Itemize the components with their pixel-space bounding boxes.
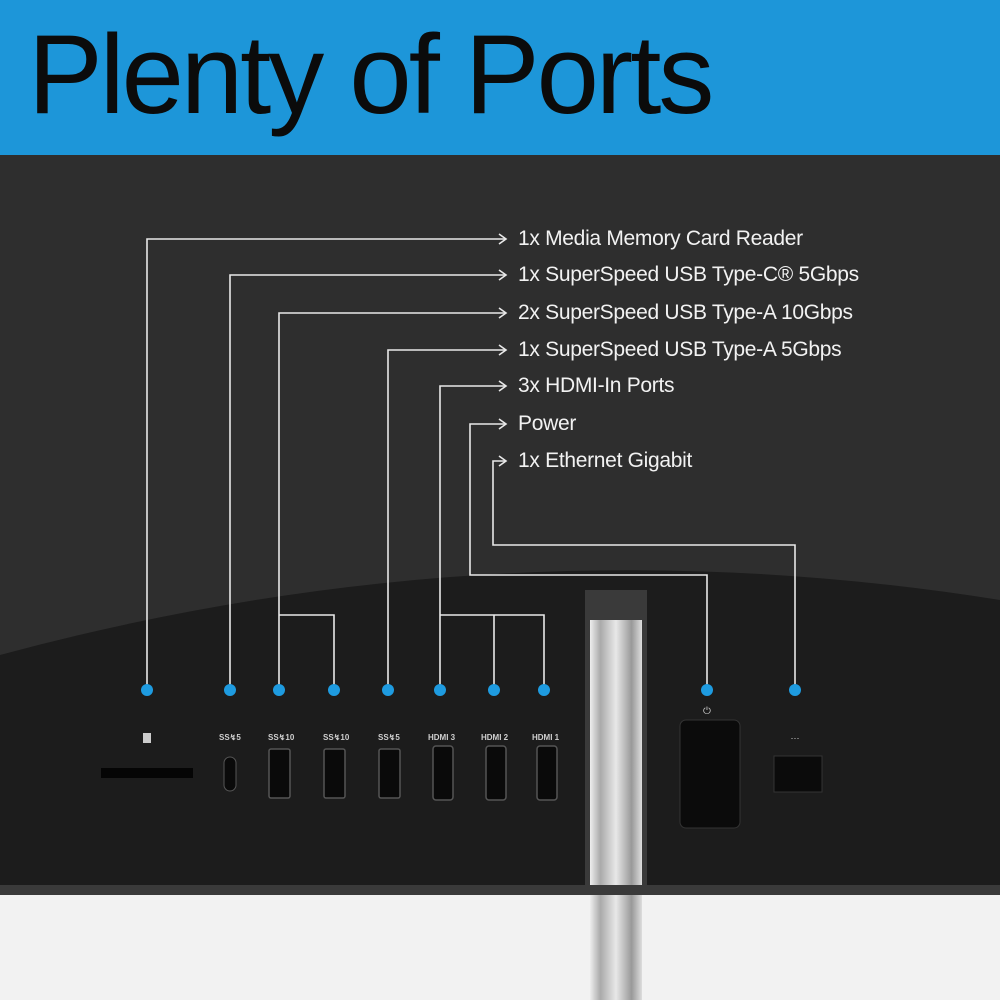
- usb-c-marking: SS↯5: [219, 733, 241, 742]
- power-plug-icon: ⏻: [703, 706, 711, 717]
- usb-a10-1-marking: SS↯10: [268, 733, 295, 742]
- stand-lower: [590, 895, 642, 1000]
- usb-a10-2-marking: SS↯10: [323, 733, 350, 742]
- hdmi3-marking: HDMI 3: [428, 733, 456, 742]
- card-reader-slot: [101, 768, 193, 778]
- callout-card-reader: 1x Media Memory Card Reader: [518, 227, 803, 250]
- callout-hdmi: 3x HDMI-In Ports: [518, 374, 675, 397]
- hdmi2-marking: HDMI 2: [481, 733, 509, 742]
- hdmi1-marking: HDMI 1: [532, 733, 560, 742]
- usb-a-5-port: [378, 748, 401, 799]
- usb-c-port: [223, 756, 237, 792]
- hdmi-3-port: [432, 745, 454, 801]
- power-socket: [679, 719, 741, 829]
- usb-a-10-port-1: [268, 748, 291, 799]
- callout-power: Power: [518, 412, 577, 435]
- ethernet-port: [773, 755, 823, 793]
- network-icon: ⋯: [791, 733, 800, 743]
- lower-panel: [0, 570, 1000, 895]
- sd-card-icon: [143, 733, 151, 743]
- hdmi-2-port: [485, 745, 507, 801]
- monitor-rear-panel: ⏻ ⋯: [0, 155, 1000, 895]
- background-wall: [0, 895, 1000, 1000]
- port-dots: [141, 684, 801, 696]
- callout-usb-c: 1x SuperSpeed USB Type-C® 5Gbps: [518, 263, 859, 286]
- callout-lines: [146, 238, 796, 690]
- callout-ethernet: 1x Ethernet Gigabit: [518, 449, 693, 472]
- hdmi-1-port: [536, 745, 558, 801]
- callout-usb-a-10: 2x SuperSpeed USB Type-A 10Gbps: [518, 301, 853, 324]
- page-title: Plenty of Ports: [28, 12, 714, 137]
- stand: [590, 620, 642, 895]
- arrowheads: [498, 233, 508, 467]
- callout-usb-a-5: 1x SuperSpeed USB Type-A 5Gbps: [518, 338, 842, 361]
- usb-a-10-port-2: [323, 748, 346, 799]
- title-banner: Plenty of Ports: [0, 0, 1000, 155]
- usb-a5-marking: SS↯5: [378, 733, 400, 742]
